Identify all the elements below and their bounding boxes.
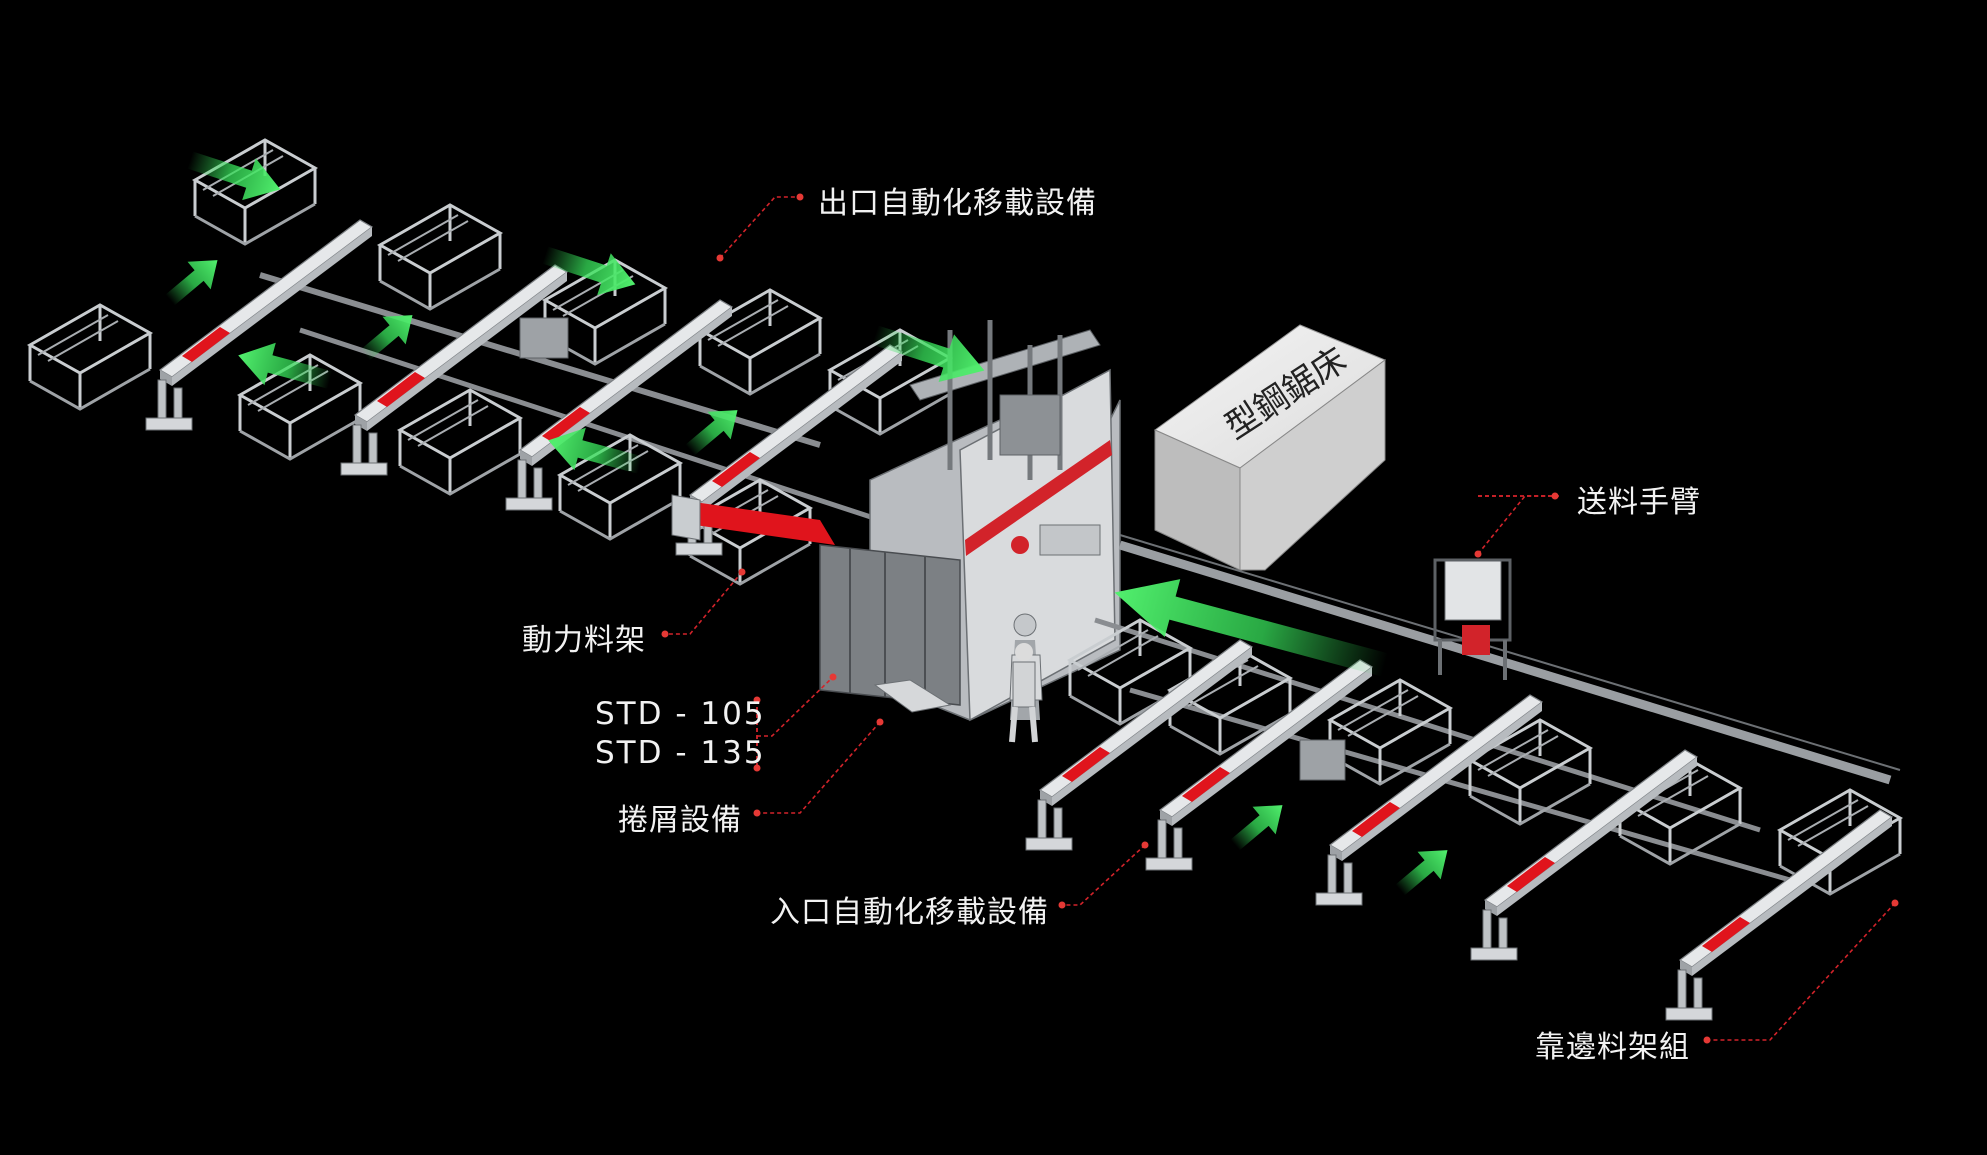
flow-arrow-icon xyxy=(871,325,985,382)
flow-arrow-icon xyxy=(1114,579,1389,677)
sawing-machine-box: 型鋼鋸床 xyxy=(1154,324,1387,571)
label-entry-transfer: 入口自動化移載設備 xyxy=(770,895,1049,930)
flow-arrow-icon xyxy=(165,260,218,306)
label-edge-rack-set: 靠邊料架組 xyxy=(1535,1030,1690,1065)
flow-arrows xyxy=(165,151,1448,896)
exit-transfer-equipment xyxy=(28,138,952,586)
label-power-rack: 動力料架 xyxy=(522,623,646,658)
leader-lines xyxy=(661,193,1899,1044)
flow-arrow-icon xyxy=(360,315,413,361)
flow-arrow-icon xyxy=(238,342,333,389)
flow-arrow-icon xyxy=(685,410,738,456)
flow-arrow-icon xyxy=(548,427,643,474)
label-exit-transfer: 出口自動化移載設備 xyxy=(818,186,1097,221)
label-feed-arm: 送料手臂 xyxy=(1577,485,1701,520)
flow-arrow-icon xyxy=(1230,805,1283,851)
flow-arrow-icon xyxy=(1395,850,1448,896)
label-model-2: STD - 135 xyxy=(595,735,766,771)
power-rack xyxy=(671,494,835,545)
flow-arrow-icon xyxy=(187,151,281,201)
flow-arrow-icon xyxy=(542,246,636,296)
operator-figure xyxy=(1009,643,1038,743)
sawing-machine xyxy=(819,320,1121,722)
feed-arm xyxy=(1433,558,1512,680)
label-model-1: STD - 105 xyxy=(595,696,766,732)
label-chip-conveyor: 捲屑設備 xyxy=(618,803,742,838)
